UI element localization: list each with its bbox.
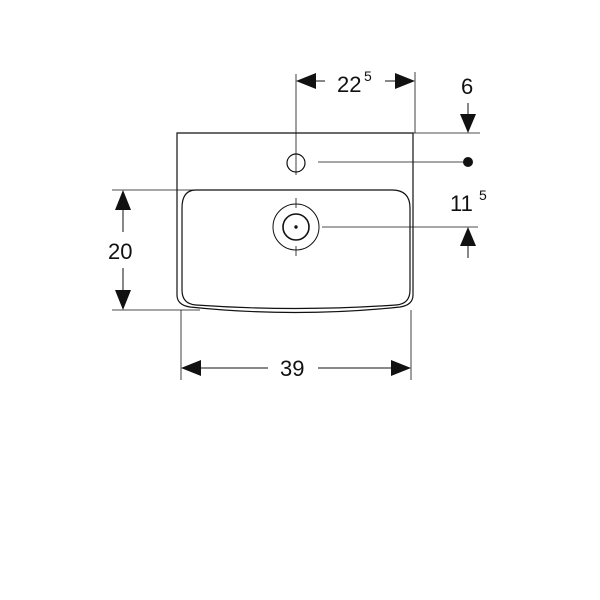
- arrow-head-up: [460, 227, 476, 246]
- dimension-tap-offset: 22 5: [296, 68, 415, 97]
- dimension-bowl-depth: 20: [108, 190, 132, 310]
- dimension-sup-tap-to-drain: 5: [479, 187, 487, 203]
- arrow-head-down: [115, 290, 131, 310]
- dimension-tap-to-drain: 11 5: [450, 187, 487, 258]
- tap-hole: [286, 153, 306, 173]
- arrow-head-up: [115, 190, 131, 210]
- dimension-sup-tap-offset: 5: [364, 68, 372, 84]
- center-lines: [295, 74, 478, 256]
- dimension-rim-to-tap: 6: [460, 74, 476, 167]
- drain-outer-ring: [272, 203, 320, 251]
- tap-hole-circle: [286, 153, 306, 173]
- dimension-overall-width: 39: [181, 356, 411, 381]
- dimension-label-overall-width: 39: [280, 356, 304, 381]
- dimension-label-tap-to-drain: 11: [450, 191, 473, 216]
- arrow-head-right: [395, 73, 415, 89]
- tap-centre-dot: [463, 157, 473, 167]
- basin-inner-bowl: [181, 189, 411, 310]
- arrow-head-left: [296, 73, 316, 89]
- arrow-head-down: [460, 114, 476, 133]
- drain-center-dot: [294, 225, 298, 229]
- basin-outline: [176, 132, 414, 314]
- drain: [272, 203, 320, 251]
- arrow-head-left: [181, 360, 201, 376]
- extension-lines: [112, 72, 480, 380]
- drain-inner-ring: [282, 213, 310, 241]
- dimension-label-bowl-depth: 20: [108, 239, 132, 264]
- dimension-label-tap-offset: 22: [337, 72, 361, 97]
- dimension-label-rim-to-tap: 6: [461, 74, 473, 99]
- basin-outer-body: [176, 132, 414, 314]
- arrow-head-right: [391, 360, 411, 376]
